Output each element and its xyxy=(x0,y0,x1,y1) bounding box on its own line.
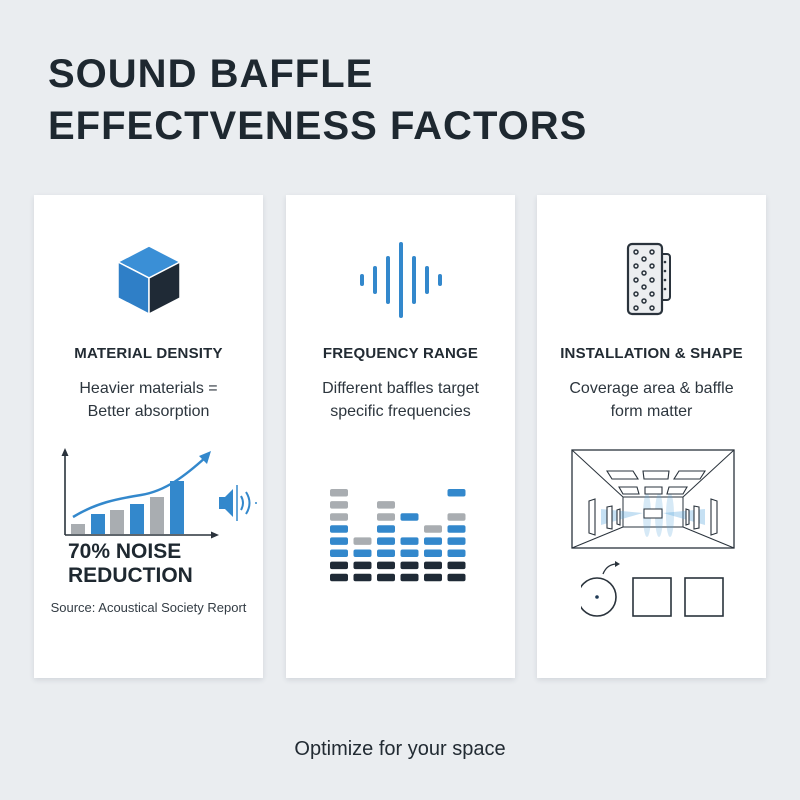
card-heading: FREQUENCY RANGE xyxy=(322,345,479,362)
desc-line: form matter xyxy=(610,403,693,420)
room-baffle-layout-icon xyxy=(571,449,735,553)
rising-bar-chart-icon xyxy=(56,445,257,539)
equalizer-icon xyxy=(330,487,470,587)
footer-tagline: Optimize for your space xyxy=(294,738,506,760)
card-frequency-range: FREQUENCY RANGE Different baffles target… xyxy=(286,195,515,678)
card-installation-shape: INSTALLATION & SHAPE Coverage area & baf… xyxy=(537,195,766,678)
card-description: Different baffles target specific freque… xyxy=(296,377,505,423)
card-heading: INSTALLATION & SHAPE xyxy=(560,345,743,362)
perforated-panel-icon xyxy=(537,235,766,325)
card-description: Heavier materials = Better absorption xyxy=(44,377,253,423)
desc-line: Better absorption xyxy=(87,403,210,420)
page-title: SOUND BAFFLE EFFECTVENESS FACTORS xyxy=(48,48,587,152)
source-citation: Source: Acoustical Society Report xyxy=(50,600,247,615)
noise-reduction-stat: 70% NOISE REDUCTION xyxy=(68,540,193,588)
title-line-1: SOUND BAFFLE xyxy=(48,52,374,96)
desc-line: specific frequencies xyxy=(330,403,471,420)
stat-line: 70% NOISE xyxy=(68,540,182,563)
speaker-icon xyxy=(219,485,257,521)
desc-line: Different baffles target xyxy=(322,380,479,397)
card-heading: MATERIAL DENSITY xyxy=(74,345,223,362)
title-line-2: EFFECTVENESS FACTORS xyxy=(48,104,588,148)
desc-line: Heavier materials = xyxy=(79,380,218,397)
circle-square-shapes-icon xyxy=(577,560,731,624)
stat-line: REDUCTION xyxy=(68,564,193,587)
desc-line: Coverage area & baffle xyxy=(569,380,734,397)
cube-icon xyxy=(34,235,263,325)
card-description: Coverage area & baffle form matter xyxy=(547,377,756,423)
card-material-density: MATERIAL DENSITY Heavier materials = Bet… xyxy=(34,195,263,678)
sound-wave-icon xyxy=(286,235,515,325)
